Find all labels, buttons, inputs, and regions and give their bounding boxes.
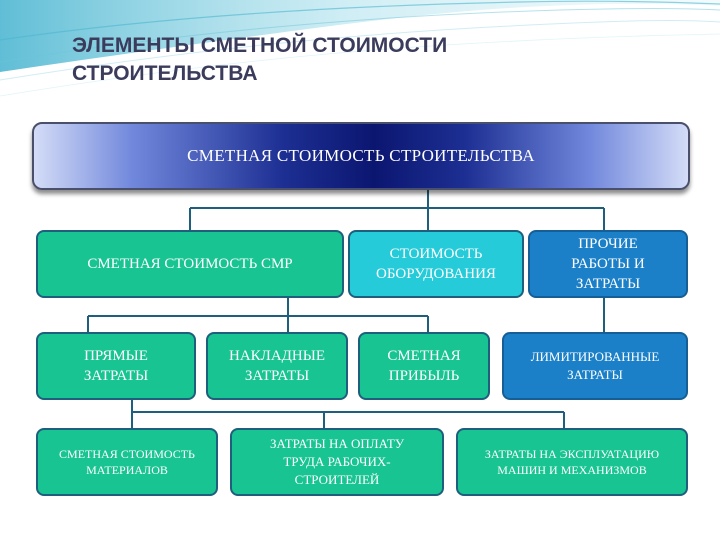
node-other-line-2: РАБОТЫ И xyxy=(571,256,645,272)
node-other-line-3: ЗАТРАТЫ xyxy=(575,276,641,292)
node-materials-line-2: МАТЕРИАЛОВ xyxy=(86,463,168,477)
root-node-label: СМЕТНАЯ СТОИМОСТЬ СТРОИТЕЛЬСТВА xyxy=(187,146,535,165)
node-overhead-line-1: НАКЛАДНЫЕ xyxy=(229,348,325,364)
node-machinery-cost: ЗАТРАТЫ НА ЭКСПЛУАТАЦИЮ МАШИН И МЕХАНИЗМ… xyxy=(456,428,688,496)
root-node-construction-cost: СМЕТНАЯ СТОИМОСТЬ СТРОИТЕЛЬСТВА xyxy=(32,122,690,190)
node-labor-line-2: ТРУДА РАБОЧИХ- xyxy=(283,454,391,469)
node-direct-line-1: ПРЯМЫЕ xyxy=(84,348,148,364)
node-direct-line-2: ЗАТРАТЫ xyxy=(83,368,149,384)
node-profit-line-2: ПРИБЫЛЬ xyxy=(388,368,460,384)
slide-title-line-1: ЭЛЕМЕНТЫ СМЕТНОЙ СТОИМОСТИ xyxy=(72,34,448,57)
node-limited-line-2: ЗАТРАТЫ xyxy=(567,367,623,382)
node-labor-line-3: СТРОИТЕЛЕЙ xyxy=(294,472,380,487)
node-other-line-1: ПРОЧИЕ xyxy=(578,236,638,252)
node-direct-costs: ПРЯМЫЕ ЗАТРАТЫ xyxy=(36,332,196,400)
slide-title: ЭЛЕМЕНТЫ СМЕТНОЙ СТОИМОСТИ СТРОИТЕЛЬСТВА xyxy=(72,32,632,88)
slide-title-line-2: СТРОИТЕЛЬСТВА xyxy=(72,62,258,85)
node-overhead-line-2: ЗАТРАТЫ xyxy=(244,368,310,384)
node-estimated-profit: СМЕТНАЯ ПРИБЫЛЬ xyxy=(358,332,490,400)
node-materials-cost: СМЕТНАЯ СТОИМОСТЬ МАТЕРИАЛОВ xyxy=(36,428,218,496)
node-smr-label: СМЕТНАЯ СТОИМОСТЬ СМР xyxy=(87,256,293,272)
node-limited-costs: ЛИМИТИРОВАННЫЕ ЗАТРАТЫ xyxy=(502,332,688,400)
node-materials-line-1: СМЕТНАЯ СТОИМОСТЬ xyxy=(59,447,195,461)
node-profit-line-1: СМЕТНАЯ xyxy=(387,348,461,364)
node-limited-line-1: ЛИМИТИРОВАННЫЕ xyxy=(530,349,660,364)
node-machinery-line-1: ЗАТРАТЫ НА ЭКСПЛУАТАЦИЮ xyxy=(484,447,660,461)
node-overhead-costs: НАКЛАДНЫЕ ЗАТРАТЫ xyxy=(206,332,348,400)
node-machinery-line-2: МАШИН И МЕХАНИЗМОВ xyxy=(497,463,647,477)
background-wave-decoration xyxy=(0,0,720,97)
node-labor-line-1: ЗАТРАТЫ НА ОПЛАТУ xyxy=(269,436,405,451)
node-equipment-line-2: ОБОРУДОВАНИЯ xyxy=(376,266,496,282)
node-smr-cost: СМЕТНАЯ СТОИМОСТЬ СМР xyxy=(36,230,344,298)
node-other-costs: ПРОЧИЕ РАБОТЫ И ЗАТРАТЫ xyxy=(528,230,688,298)
node-equipment-line-1: СТОИМОСТЬ xyxy=(389,246,483,262)
node-equipment-cost: СТОИМОСТЬ ОБОРУДОВАНИЯ xyxy=(348,230,524,298)
node-labor-cost: ЗАТРАТЫ НА ОПЛАТУ ТРУДА РАБОЧИХ- СТРОИТЕ… xyxy=(230,428,444,496)
